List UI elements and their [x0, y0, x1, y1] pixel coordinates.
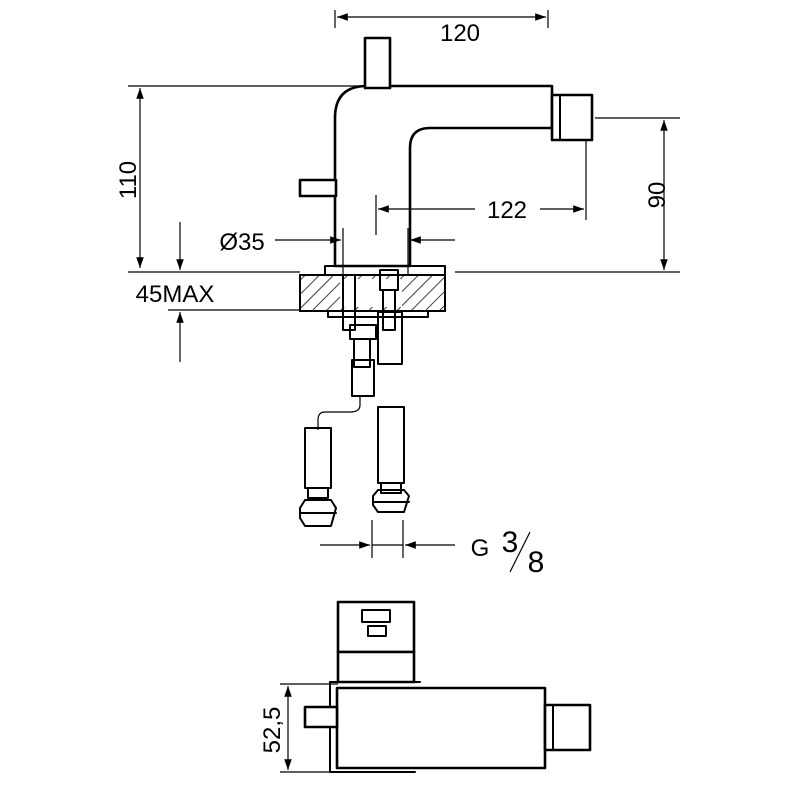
under-deck-fittings — [299, 269, 410, 527]
dimension-label-110: 110 — [115, 161, 142, 199]
dimension-52-5: 52,5 — [259, 683, 338, 773]
dimension-thread-g38: G 3 8 — [320, 520, 544, 579]
deck-section — [299, 265, 446, 318]
dimension-label-52-5: 52,5 — [259, 707, 286, 754]
top-view: 52,5 — [259, 600, 592, 773]
dimension-90: 90 — [595, 117, 680, 270]
side-view: 120 110 45MAX Ø35 — [115, 10, 680, 579]
dimension-label-90: 90 — [644, 182, 671, 209]
popup-knob-top — [303, 705, 339, 729]
dimension-122: 122 — [375, 140, 587, 235]
mixer-body — [298, 36, 594, 268]
dimension-45max: 45MAX — [128, 222, 680, 362]
lever-handle — [363, 36, 392, 90]
dimension-120: 120 — [334, 10, 549, 47]
spout-nozzle — [550, 93, 594, 142]
dimension-label-45max: 45MAX — [136, 281, 215, 308]
body-top — [335, 686, 547, 770]
lever-slot-top — [361, 609, 391, 623]
dimension-label-122: 122 — [487, 197, 527, 224]
thread-denominator: 8 — [528, 546, 545, 579]
dimension-label-diameter-35: Ø35 — [219, 229, 264, 256]
thread-prefix-label: G — [471, 535, 490, 562]
dimension-label-120: 120 — [440, 20, 480, 47]
popup-knob — [298, 178, 338, 198]
thread-numerator: 3 — [502, 526, 519, 559]
spout-nozzle-top — [543, 703, 592, 752]
dimension-110: 110 — [115, 85, 365, 268]
dimension-diameter-35: Ø35 — [219, 228, 455, 275]
